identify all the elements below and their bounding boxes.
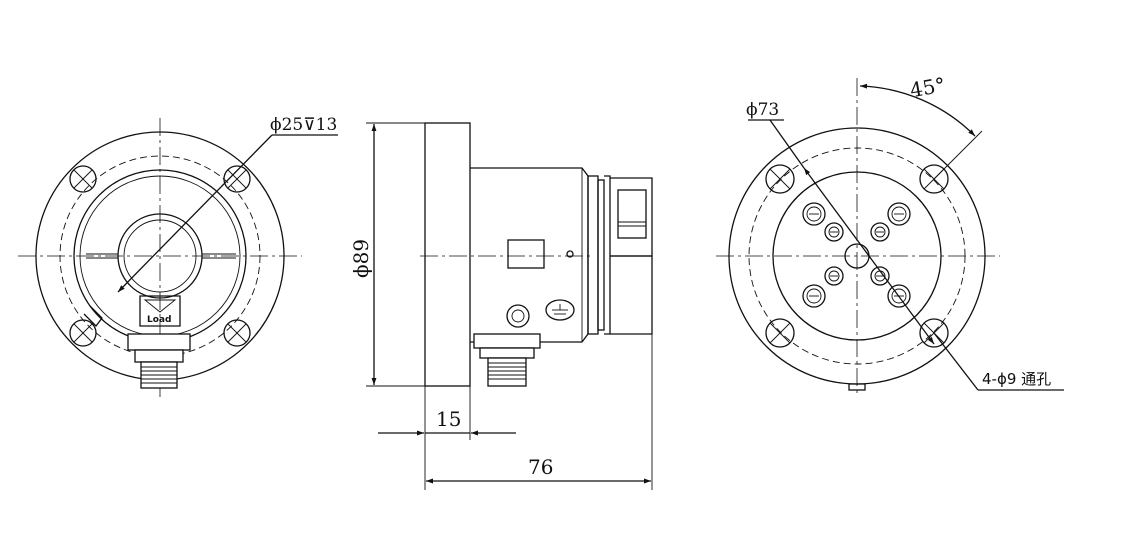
rear-screw-3 [802,284,826,308]
angle-text: 45° [908,73,947,103]
bore-callout: ϕ25⊽13 [270,115,337,135]
rear-screw-6 [870,222,890,242]
side-flange [424,122,471,387]
load-label: Load [147,315,171,325]
front-bolt-hole-br [223,319,251,347]
angle-extension [933,130,983,180]
side-ring-2 [597,179,605,331]
side-pin [566,250,574,258]
front-bolt-hole-tr [223,165,251,193]
side-rotor-bottom [610,255,653,335]
side-ground-symbol [545,299,575,321]
flange-dia-text: ϕ89 [349,239,373,278]
side-window [507,239,545,269]
overall-length-text: 76 [528,455,553,479]
rear-screw-8 [870,266,890,286]
rear-screw-5 [824,222,844,242]
pcd-leader-upper [769,119,805,169]
front-bolt-hole-tl [69,165,97,193]
front-side-tab [83,305,103,327]
side-ground-screw [506,304,530,328]
rear-bolt-hole-tl [765,164,795,194]
rear-pcd-circle [748,147,966,365]
side-key-slot [617,189,647,239]
front-bolt-hole-bl [69,319,97,347]
angle-arc [859,83,976,137]
holes-note: 4-ϕ9 通孔 [982,370,1051,388]
pcd-dimline [803,167,935,345]
side-view: ϕ89 15 76 [349,122,653,490]
rear-screw-1 [802,202,826,226]
rear-bolt-hole-bl [765,318,795,348]
front-view: Load ϕ25⊽13 [18,115,338,398]
holes-leader [933,332,979,391]
pcd-text: ϕ73 [746,100,779,120]
rear-view: ϕ73 4-ϕ9 通孔 45° [716,73,1064,396]
flange-thickness-text: 15 [436,407,461,431]
rear-screw-2 [887,202,911,226]
bore-circle [117,213,203,299]
bore-leader [117,134,273,293]
side-connector [473,333,541,387]
bore-inner-circle [123,219,197,293]
rear-screw-7 [824,266,844,286]
load-marking: Load [139,295,181,327]
front-connector [127,333,191,389]
side-ring-1 [587,175,599,335]
rear-bottom-tab [848,383,866,391]
